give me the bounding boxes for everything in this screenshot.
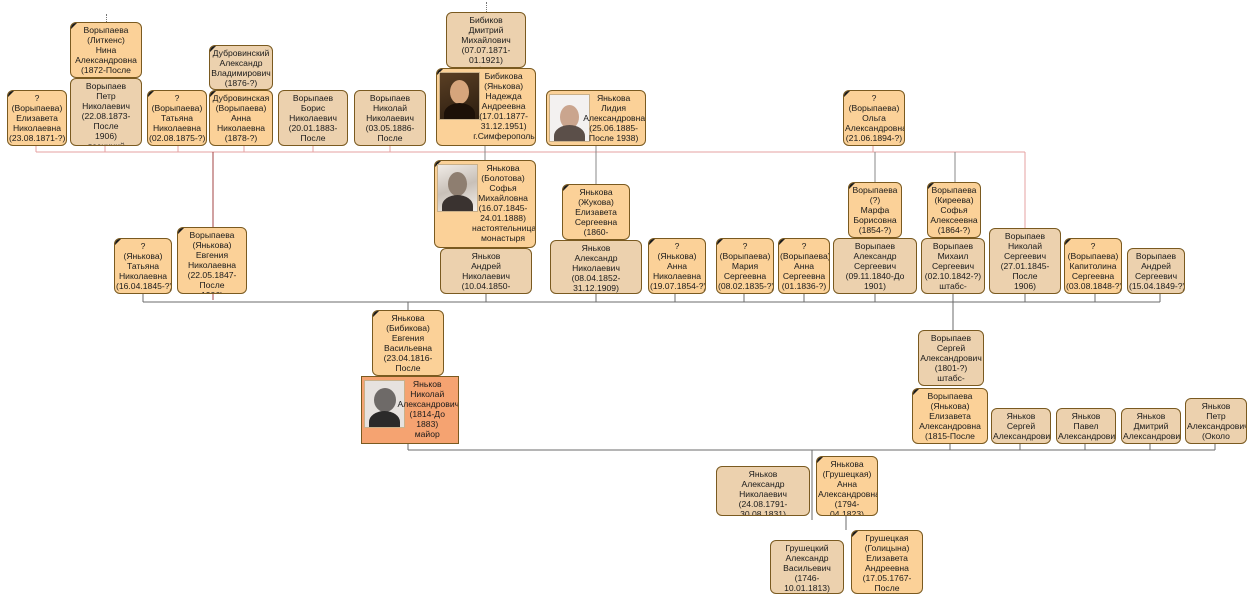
person-card[interactable]: Янькова (Грушецкая) Анна Александровна (… [816, 456, 878, 516]
corner-flag-icon [717, 239, 723, 245]
person-card[interactable]: ? (Ворыпаева) Ольга Александровна (21.06… [843, 90, 905, 146]
corner-flag-icon [1065, 239, 1071, 245]
person-card[interactable]: Яньков Петр Александрович (Около 1821-?) [1185, 398, 1247, 444]
person-card[interactable]: Янькова (Болотова) Софья Михайловна (16.… [434, 160, 536, 248]
person-card[interactable]: ? (Ворыпаева) Анна Сергеевна (01.1836-?) [778, 238, 830, 294]
corner-flag-icon [928, 183, 934, 189]
person-card[interactable]: Яньков Сергей Александрович [991, 408, 1051, 444]
person-card[interactable]: Яньков Александр Николаевич (08.04.1852-… [550, 240, 642, 294]
selected-person-card[interactable]: Яньков Николай Александрович (1814-До 18… [361, 376, 459, 444]
person-card[interactable]: Бибикова (Янькова) Надежда Андреевна (17… [436, 68, 536, 146]
person-card[interactable]: ? (Янькова) Анна Николаевна (19.07.1854-… [648, 238, 706, 294]
corner-flag-icon [178, 228, 184, 234]
person-card[interactable]: Ворыпаев Петр Николаевич (22.08.1873-Пос… [70, 78, 142, 146]
corner-flag-icon [115, 239, 121, 245]
corner-flag-icon [852, 531, 858, 537]
person-card[interactable]: Ворыпаев Борис Николаевич (20.01.1883-По… [278, 90, 348, 146]
person-card[interactable]: Ворыпаев Николай Сергеевич (27.01.1845-П… [989, 228, 1061, 294]
corner-flag-icon [779, 239, 785, 245]
portrait-photo-icon [549, 94, 590, 142]
corner-flag-icon [849, 183, 855, 189]
person-card[interactable]: Ворыпаева (?) Марфа Борисовна (1854-?) [848, 182, 902, 238]
corner-flag-icon [563, 185, 569, 191]
person-card[interactable]: ? (Ворыпаева) Татьяна Николаевна (02.08.… [147, 90, 207, 146]
person-card[interactable]: Яньков Александр Николаевич (24.08.1791-… [716, 466, 810, 516]
person-card[interactable]: Ворыпаева (Янькова) Евгения Николаевна (… [177, 227, 247, 294]
person-card[interactable]: Яньков Павел Александрович [1056, 408, 1116, 444]
person-card[interactable]: Ворыпаева (Литкенс) Нина Александровна (… [70, 22, 142, 78]
person-card[interactable]: Янькова (Жукова) Елизавета Сергеевна (18… [562, 184, 630, 240]
corner-flag-icon [844, 91, 850, 97]
corner-flag-icon [649, 239, 655, 245]
person-card[interactable]: Янькова Лидия Александровна (25.06.1885-… [546, 90, 646, 146]
person-card[interactable]: Дубровинская (Ворыпаева) Анна Николаевна… [209, 90, 273, 146]
portrait-photo-icon [439, 72, 480, 120]
person-card[interactable]: Дубровинский Александр Владимирович (187… [209, 45, 273, 90]
ancestor-continuation-dots [486, 2, 488, 12]
person-card[interactable]: Ворыпаева (Киреева) Софья Алексеевна (18… [927, 182, 981, 238]
person-card[interactable]: Янькова (Бибикова) Евгения Васильевна (2… [372, 310, 444, 376]
person-card[interactable]: Ворыпаев Александр Сергеевич (09.11.1840… [833, 238, 917, 294]
corner-flag-icon [913, 389, 919, 395]
portrait-photo-icon [364, 380, 405, 428]
corner-flag-icon [210, 46, 216, 52]
person-card[interactable]: ? (Ворыпаева) Капитолина Сергеевна (03.0… [1064, 238, 1122, 294]
corner-flag-icon [71, 23, 77, 29]
corner-flag-icon [817, 457, 823, 463]
ancestor-continuation-dots [106, 14, 108, 24]
person-card[interactable]: Ворыпаева (Янькова) Елизавета Александро… [912, 388, 988, 444]
person-card[interactable]: Ворыпаев Николай Николаевич (03.05.1886-… [354, 90, 426, 146]
person-card[interactable]: Грушецкий Александр Васильевич (1746-10.… [770, 540, 844, 594]
corner-flag-icon [373, 311, 379, 317]
person-card[interactable]: Яньков Дмитрий Александрович [1121, 408, 1181, 444]
person-card[interactable]: Грушецкая (Голицына) Елизавета Андреевна… [851, 530, 923, 594]
person-card[interactable]: Бибиков Дмитрий Михайлович (07.07.1871-0… [446, 12, 526, 68]
person-card[interactable]: Ворыпаев Андрей Сергеевич (15.04.1849-?) [1127, 248, 1185, 294]
person-card[interactable]: ? (Янькова) Татьяна Николаевна (16.04.18… [114, 238, 172, 294]
portrait-photo-icon [437, 164, 478, 212]
person-card[interactable]: Ворыпаев Михаил Сергеевич (02.10.1842-?)… [921, 238, 985, 294]
person-card[interactable]: Ворыпаев Сергей Александрович (1801-?) ш… [918, 330, 984, 386]
corner-flag-icon [148, 91, 154, 97]
person-card[interactable]: Яньков Андрей Николаевич (10.04.1850-12.… [440, 248, 532, 294]
corner-flag-icon [210, 91, 216, 97]
corner-flag-icon [8, 91, 14, 97]
person-card[interactable]: ? (Ворыпаева) Мария Сергеевна (08.02.183… [716, 238, 774, 294]
person-card[interactable]: ? (Ворыпаева) Елизавета Николаевна (23.0… [7, 90, 67, 146]
